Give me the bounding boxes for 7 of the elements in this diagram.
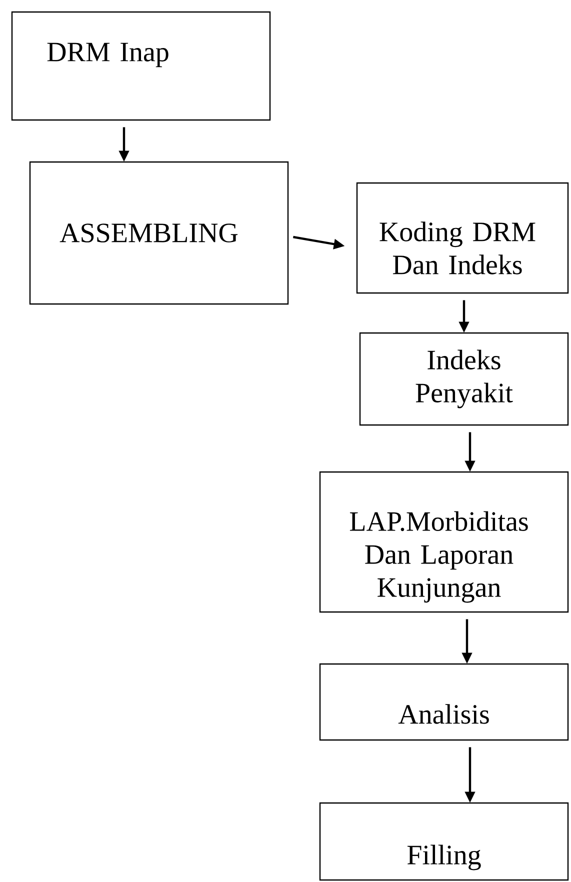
- process-box: LAP.Morbiditas Dan Laporan Kunjungan: [319, 471, 569, 613]
- process-box: ASSEMBLING: [29, 161, 289, 305]
- process-box: Koding DRM Dan Indeks: [356, 182, 569, 294]
- process-box: Filling: [319, 802, 569, 881]
- process-box: Indeks Penyakit: [359, 332, 569, 426]
- process-box: DRM Inap: [11, 11, 271, 121]
- process-box: Analisis: [319, 663, 569, 741]
